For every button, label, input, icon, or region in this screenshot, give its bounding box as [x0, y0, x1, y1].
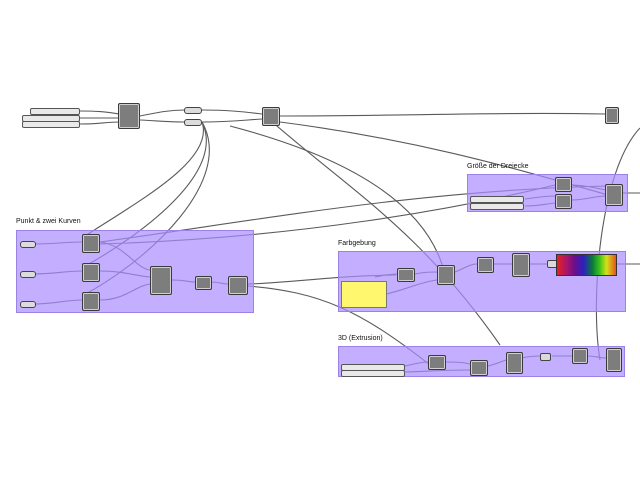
component-size-1[interactable]	[555, 177, 572, 192]
component-extr-2[interactable]	[470, 360, 488, 376]
component-extr-1[interactable]	[428, 355, 446, 370]
component-crv-3[interactable]	[82, 292, 100, 311]
component-color-1[interactable]	[397, 268, 415, 282]
component-extr-5[interactable]	[606, 348, 622, 372]
text-panel[interactable]	[341, 281, 387, 308]
param-point-left-2[interactable]	[20, 271, 36, 278]
component-color-2[interactable]	[437, 265, 455, 285]
component-color-3[interactable]	[477, 257, 494, 273]
component-extr-3[interactable]	[506, 352, 523, 374]
component-size-2[interactable]	[555, 194, 572, 209]
param-extr[interactable]	[540, 353, 551, 361]
group-title-triangle-size: Größe der Dreiecke	[467, 163, 529, 170]
slider-top-1[interactable]	[30, 108, 80, 115]
gradient-component[interactable]	[556, 254, 617, 276]
relay-top-2[interactable]	[184, 119, 202, 126]
component-crv-1[interactable]	[82, 234, 100, 253]
component-output[interactable]	[228, 276, 248, 295]
component-color-4[interactable]	[512, 253, 530, 277]
relay-top-1[interactable]	[184, 107, 202, 114]
group-title-coloring: Farbgebung	[338, 240, 376, 247]
component-top-mid[interactable]	[262, 107, 280, 126]
group-title-extrusion: 3D (Extrusion)	[338, 335, 383, 342]
slider-size-1[interactable]	[470, 196, 524, 203]
param-point-left-3[interactable]	[20, 301, 36, 308]
param-point-left-1[interactable]	[20, 241, 36, 248]
slider-top-3[interactable]	[22, 121, 80, 128]
component-extr-4[interactable]	[572, 348, 588, 364]
component-top-right[interactable]	[605, 107, 619, 124]
group-point-two-curves[interactable]	[16, 230, 254, 313]
component-join[interactable]	[195, 276, 212, 290]
component-size-3[interactable]	[605, 184, 623, 206]
component-merge[interactable]	[150, 266, 172, 295]
component-top-constructor[interactable]	[118, 103, 140, 129]
group-title-point-two-curves: Punkt & zwei Kurven	[16, 218, 81, 225]
component-crv-2[interactable]	[82, 263, 100, 282]
slider-size-2[interactable]	[470, 203, 524, 210]
slider-extrusion-2[interactable]	[341, 370, 405, 377]
